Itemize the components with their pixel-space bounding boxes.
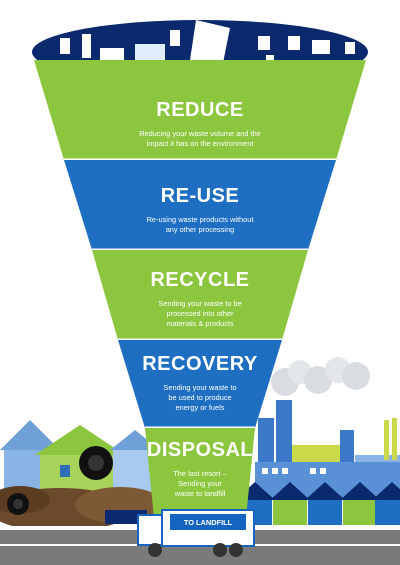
tier-title: RECOVERY bbox=[142, 353, 258, 375]
tier-band bbox=[34, 60, 366, 160]
tier-recycle: RECYCLE Sending your waste to beprocessed… bbox=[92, 250, 308, 342]
tier-title: RE-USE bbox=[161, 185, 240, 207]
tier-band bbox=[92, 250, 308, 340]
tier-description-line: waste to landfill bbox=[174, 489, 226, 498]
truck-label: TO LANDFILL bbox=[184, 518, 233, 527]
tier-description-line: Sending your waste to bbox=[163, 383, 236, 392]
waste-items-icon bbox=[60, 20, 355, 75]
tier-reduce: REDUCE Reducing your waste volume and the… bbox=[34, 60, 366, 162]
tier-description-line: Reducing your waste volume and the bbox=[139, 129, 261, 138]
tier-title: REDUCE bbox=[156, 99, 243, 121]
truck-icon[interactable]: TO LANDFILL bbox=[105, 509, 255, 557]
tier-re-use: RE-USE Re-using waste products withoutany… bbox=[64, 160, 336, 252]
tier-description-line: Sending your bbox=[178, 479, 222, 488]
tire-icon bbox=[7, 446, 113, 515]
tier-description-line: impact it has on the environment bbox=[147, 139, 254, 148]
tier-description-line: any other processing bbox=[166, 225, 235, 234]
tier-description-line: materials & products bbox=[166, 319, 234, 328]
tier-title: RECYCLE bbox=[150, 269, 249, 291]
tier-description-line: be used to produce bbox=[168, 393, 231, 402]
tier-band bbox=[145, 428, 255, 528]
tier-title: DISPOSAL bbox=[147, 439, 253, 461]
tier-description-line: The last resort – bbox=[173, 469, 227, 478]
tier-description-line: Sending your waste to be bbox=[158, 299, 241, 308]
tier-band bbox=[64, 160, 336, 250]
tier-description-line: processed into other bbox=[167, 309, 235, 318]
factory-icon bbox=[255, 357, 400, 498]
tier-description-line: energy or fuels bbox=[176, 403, 225, 412]
funnel: REDUCE Reducing your waste volume and the… bbox=[32, 20, 368, 528]
tier-description-line: Re-using waste products without bbox=[147, 215, 254, 224]
tier-disposal: DISPOSAL The last resort –Sending yourwas… bbox=[145, 428, 255, 528]
tier-band bbox=[118, 340, 282, 428]
